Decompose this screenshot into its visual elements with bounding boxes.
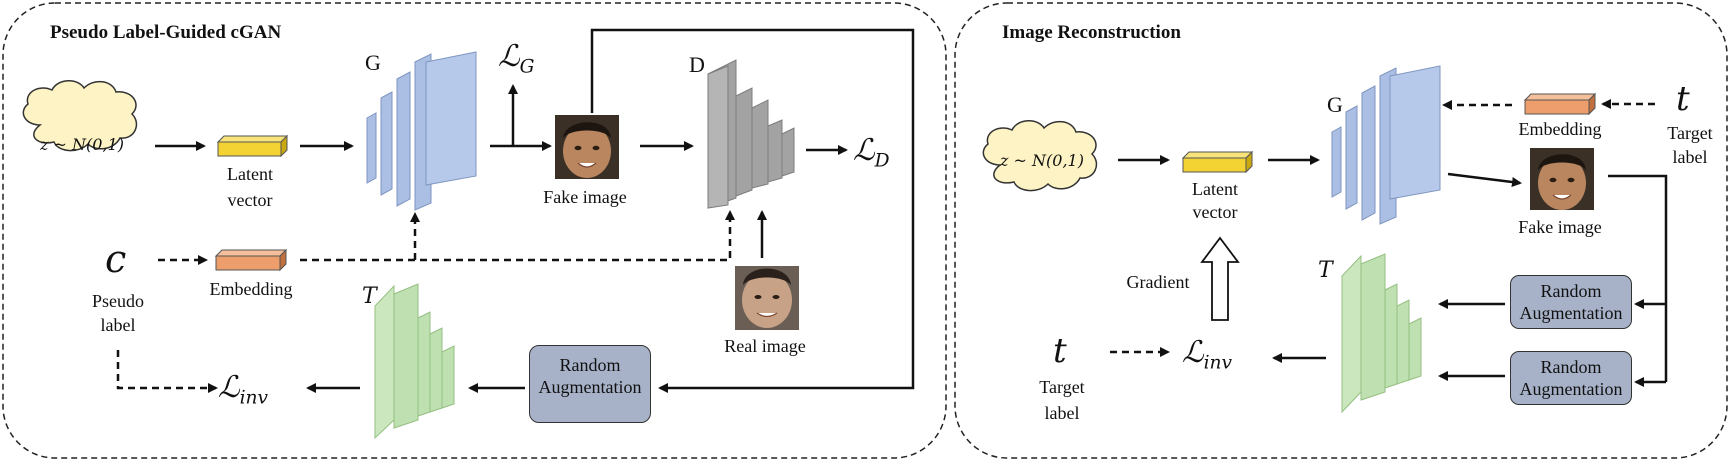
target-label-bottom-line2: label	[1044, 403, 1080, 423]
latent-vector-block	[216, 134, 289, 158]
embedding-block	[214, 248, 288, 272]
aug-line2: Augmentation	[538, 377, 642, 397]
loss-g: ℒG	[498, 39, 535, 78]
embedding-label: Embedding	[209, 279, 293, 299]
generator-network	[366, 51, 477, 211]
loss-inv-right: ℒinv	[1182, 335, 1233, 374]
right-panel-border	[954, 2, 1728, 459]
c-symbol: c	[105, 237, 127, 281]
fake-image-face-right	[1530, 148, 1594, 210]
gradient-label: Gradient	[1126, 272, 1190, 292]
pseudo-label-to-loss-path	[116, 350, 218, 393]
fake-to-augmentation-path-right	[1608, 174, 1668, 382]
noise-label-right: z ~ N(0,1)	[1000, 151, 1084, 170]
noise-cloud-right	[982, 120, 1098, 192]
latent-label-line2: vector	[227, 190, 273, 210]
aug-right-bottom-line2: Augmentation	[1519, 379, 1623, 399]
generator-label-right: G	[1327, 92, 1343, 117]
t-network-label: T	[362, 284, 377, 309]
noise-cloud	[22, 80, 138, 152]
aug-right-top-line2: Augmentation	[1519, 303, 1623, 323]
fake-to-augmentation-path	[590, 28, 915, 393]
real-image-face	[735, 266, 799, 330]
random-augmentation-box: Random Augmentation	[529, 345, 651, 423]
embedding-to-d-path	[300, 210, 735, 262]
t-network-label-right: T	[1318, 258, 1333, 283]
target-label-top-line2: label	[1672, 147, 1708, 167]
aug-right-top-line1: Random	[1540, 281, 1602, 301]
latent-label-right-line1: Latent	[1192, 179, 1238, 199]
arrow-generator-to-fake-right	[1447, 172, 1522, 187]
loss-d: ℒD	[853, 133, 890, 172]
aug-line1: Random	[559, 355, 621, 375]
generator-label: G	[365, 50, 381, 75]
pseudo-label-line2: label	[100, 315, 136, 335]
t-symbol-top: t	[1676, 79, 1690, 119]
right-panel-title: Image Reconstruction	[1002, 22, 1181, 43]
aug-right-bottom-line1: Random	[1540, 357, 1602, 377]
real-image-label: Real image	[724, 336, 806, 356]
t-network-right	[1341, 253, 1422, 414]
discriminator-network	[707, 59, 795, 209]
fake-image-label: Fake image	[543, 187, 627, 207]
random-augmentation-box-right-top: Random Augmentation	[1510, 275, 1632, 329]
left-panel-title: Pseudo Label-Guided cGAN	[50, 22, 282, 43]
latent-label-right-line2: vector	[1192, 202, 1238, 222]
latent-vector-block-right	[1181, 150, 1254, 174]
pseudo-label-line1: Pseudo	[91, 291, 144, 311]
target-label-top-line1: Target	[1667, 123, 1713, 143]
fake-image-face	[555, 115, 619, 179]
embedding-block-right	[1523, 92, 1597, 116]
target-label-bottom-line1: Target	[1039, 377, 1085, 397]
discriminator-label: D	[689, 52, 705, 77]
gradient-arrow	[1200, 236, 1240, 321]
random-augmentation-box-right-bottom: Random Augmentation	[1510, 351, 1632, 405]
noise-label: z ~ N(0,1)	[40, 135, 124, 154]
loss-inv: ℒinv	[218, 370, 269, 409]
left-panel-border	[2, 2, 947, 459]
latent-label-line1: Latent	[227, 164, 273, 184]
t-symbol-bottom: t	[1053, 331, 1067, 371]
embedding-label-right: Embedding	[1518, 119, 1602, 139]
t-network	[374, 283, 455, 440]
generator-network-right	[1331, 65, 1441, 225]
fake-image-label-right: Fake image	[1518, 217, 1602, 237]
